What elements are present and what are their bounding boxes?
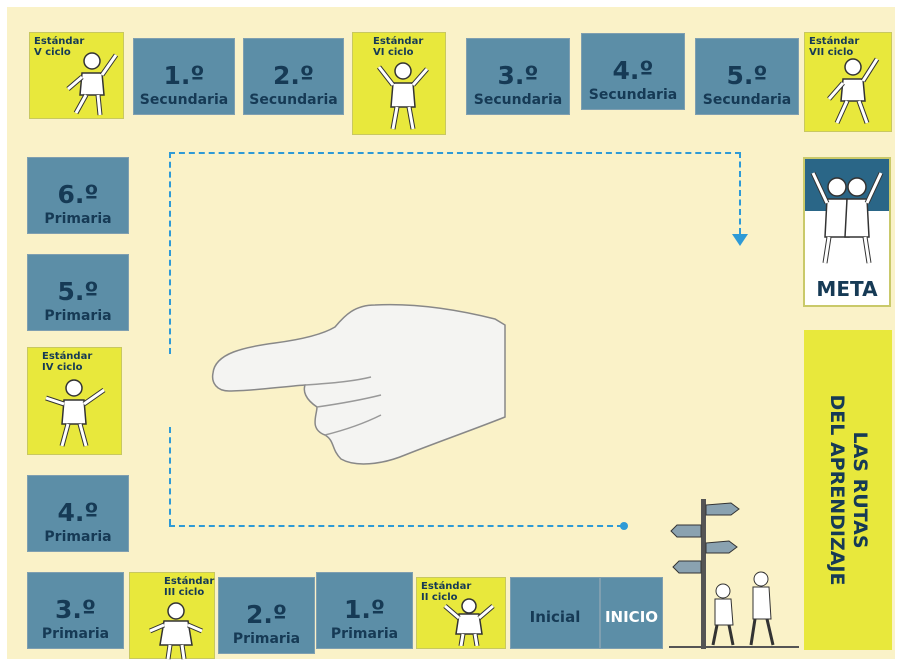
child-figure-icon bbox=[823, 53, 883, 128]
space-primaria-3[interactable]: 3.º Primaria bbox=[27, 572, 124, 649]
path-start-dot bbox=[620, 522, 628, 530]
space-secundaria-1[interactable]: 1.º Secundaria bbox=[133, 38, 235, 115]
space-secundaria-2[interactable]: 2.º Secundaria bbox=[243, 38, 344, 115]
child-figure-icon bbox=[40, 376, 110, 451]
space-primaria-5[interactable]: 5.º Primaria bbox=[27, 254, 129, 331]
goal-space[interactable]: META bbox=[803, 157, 891, 307]
space-inicial[interactable]: Inicial bbox=[510, 577, 600, 649]
celebrating-friends-icon bbox=[805, 159, 889, 269]
child-figure-icon bbox=[439, 596, 499, 646]
child-figure-icon bbox=[60, 49, 120, 119]
space-primaria-1[interactable]: 1.º Primaria bbox=[316, 572, 413, 649]
space-secundaria-4[interactable]: 4.º Secundaria bbox=[581, 33, 685, 110]
game-title: LAS RUTAS DEL APRENDIZAJE bbox=[825, 340, 871, 640]
space-secundaria-3[interactable]: 3.º Secundaria bbox=[466, 38, 570, 115]
path-line-left-lower bbox=[169, 427, 171, 525]
child-figure-icon bbox=[373, 59, 433, 134]
path-line-left-upper bbox=[169, 152, 171, 354]
path-line-bottom bbox=[169, 525, 623, 527]
path-line-top bbox=[169, 152, 741, 154]
space-primaria-4[interactable]: 4.º Primaria bbox=[27, 475, 129, 552]
space-primaria-6[interactable]: 6.º Primaria bbox=[27, 157, 129, 234]
child-figure-icon bbox=[146, 601, 206, 661]
signpost-walkers-icon bbox=[669, 491, 799, 651]
title-banner: LAS RUTAS DEL APRENDIZAJE bbox=[804, 330, 892, 650]
path-line-right bbox=[739, 152, 741, 234]
space-secundaria-5[interactable]: 5.º Secundaria bbox=[695, 38, 799, 115]
goal-label: META bbox=[805, 277, 889, 301]
pointing-hand-icon bbox=[205, 295, 515, 475]
space-primaria-2[interactable]: 2.º Primaria bbox=[218, 577, 315, 654]
arrow-down-icon bbox=[732, 234, 748, 246]
space-inicio[interactable]: INICIO bbox=[600, 577, 663, 649]
